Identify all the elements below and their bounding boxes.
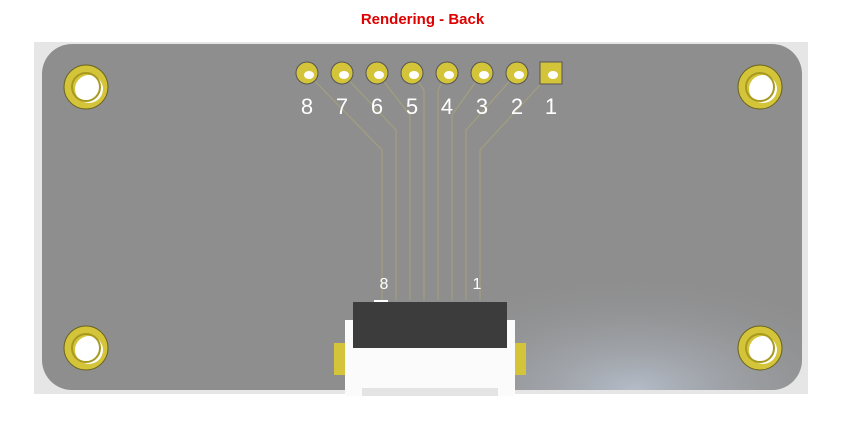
pin-hole xyxy=(514,71,524,79)
connector-label-8: 8 xyxy=(379,276,389,293)
pin-label: 2 xyxy=(510,94,524,119)
pin-label: 5 xyxy=(405,94,419,119)
connector-label-1: 1 xyxy=(472,276,482,293)
pin-label: 7 xyxy=(335,94,349,119)
connector-latch xyxy=(353,302,507,348)
connector-tab-right xyxy=(514,343,526,375)
pin-hole xyxy=(548,71,558,79)
pin-label: 6 xyxy=(370,94,384,119)
pin-hole xyxy=(409,71,419,79)
pin-hole xyxy=(444,71,454,79)
connector-tab-left xyxy=(334,343,346,375)
pin-label: 4 xyxy=(440,94,454,119)
page-title: Rendering - Back xyxy=(360,11,485,28)
pin-hole xyxy=(339,71,349,79)
pin-hole xyxy=(374,71,384,79)
pin-hole xyxy=(304,71,314,79)
pin-label: 3 xyxy=(475,94,489,119)
pin-label: 8 xyxy=(300,94,314,119)
pin-label: 1 xyxy=(544,94,558,119)
pin-hole xyxy=(479,71,489,79)
